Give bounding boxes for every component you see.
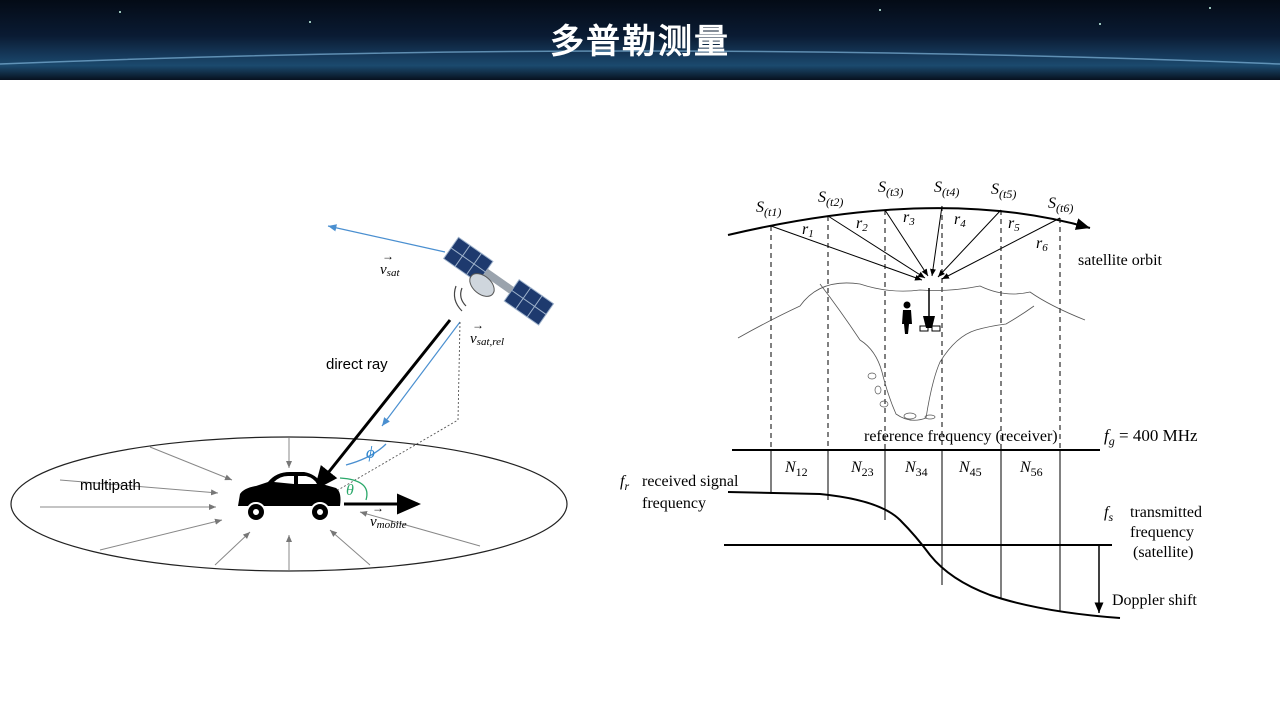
satellite-position-labels: S(t1) S(t2) S(t3) S(t4) S(t5) S(t6) xyxy=(756,179,1073,219)
transmitted-label-line2: frequency xyxy=(1130,524,1194,541)
count-label-n56: N56 xyxy=(1019,459,1043,479)
fg-label: fg = 400 MHz xyxy=(1104,426,1198,448)
satellite-label-t5: S(t5) xyxy=(991,181,1016,201)
multipath-label: multipath xyxy=(80,477,141,494)
v-mobile-label: vmobile xyxy=(370,514,407,531)
projection-dotted-lines xyxy=(337,321,461,491)
person-icon xyxy=(902,301,912,334)
phi-label: ϕ xyxy=(366,443,375,462)
direct-ray-arrow xyxy=(314,319,452,491)
title-banner: 多普勒测量 xyxy=(0,0,1280,80)
multipath-arrows xyxy=(40,438,481,570)
range-label-r5: r5 xyxy=(1008,215,1020,234)
cycle-count-labels: N12 N23 N34 N45 N56 xyxy=(784,459,1043,479)
range-lines xyxy=(770,205,1061,281)
v-mobile-vector-mark: → xyxy=(372,501,384,515)
satellite-label-t1: S(t1) xyxy=(756,199,781,219)
direct-ray-label: direct ray xyxy=(326,356,388,373)
satellite-position-dashed-lines xyxy=(770,206,1061,450)
satellite-label-t4: S(t4) xyxy=(934,179,959,199)
satellite-velocity-arrow xyxy=(327,224,446,253)
received-signal-label-line2: frequency xyxy=(642,495,706,512)
car-icon xyxy=(238,472,341,522)
mobile-satellite-diagram: vsat → vsat,rel → vmobile → ϕ θ direct r… xyxy=(10,224,568,572)
theta-label: θ xyxy=(346,482,354,499)
phi-angle-arc xyxy=(345,443,387,466)
count-label-n45: N45 xyxy=(958,459,982,479)
received-frequency-curve xyxy=(727,491,1121,619)
receiver-antenna-icon xyxy=(919,288,941,332)
range-label-r1: r1 xyxy=(802,221,814,240)
doppler-positioning-diagram: S(t1) S(t2) S(t3) S(t4) S(t5) S(t6) r1 r… xyxy=(620,179,1202,619)
count-label-n23: N23 xyxy=(850,459,874,479)
v-sat-rel-vector-mark: → xyxy=(472,318,484,332)
v-sat-label: vsat xyxy=(380,262,400,279)
theta-angle-arc xyxy=(339,477,368,501)
reference-frequency-label: reference frequency (receiver) xyxy=(864,428,1058,445)
transmitted-label-line1: transmitted xyxy=(1130,504,1202,521)
received-signal-label-line1: received signal xyxy=(642,473,739,490)
range-label-r3: r3 xyxy=(903,209,915,228)
satellite-orbit-label: satellite orbit xyxy=(1078,252,1163,269)
range-labels: r1 r2 r3 r4 r5 r6 xyxy=(802,209,1048,254)
relative-velocity-arrow xyxy=(381,321,461,427)
range-label-r2: r2 xyxy=(856,215,868,234)
satellite-orbit-curve xyxy=(727,207,1091,236)
satellite-icon xyxy=(442,236,555,326)
page-title: 多普勒测量 xyxy=(550,22,730,62)
transmitted-label-line3: (satellite) xyxy=(1133,544,1193,561)
doppler-shift-label: Doppler shift xyxy=(1112,592,1197,609)
count-label-n34: N34 xyxy=(904,459,928,479)
fr-label: fr xyxy=(620,473,629,493)
satellite-label-t6: S(t6) xyxy=(1048,195,1073,215)
fs-label: fs xyxy=(1104,504,1113,524)
earth-horizon-background xyxy=(0,7,1280,80)
terrain-outline xyxy=(737,282,1086,421)
v-sat-rel-label: vsat,rel xyxy=(470,331,504,348)
range-label-r6: r6 xyxy=(1036,235,1048,254)
range-label-r4: r4 xyxy=(954,211,966,230)
satellite-label-t3: S(t3) xyxy=(878,179,903,199)
count-label-n12: N12 xyxy=(784,459,808,479)
islands xyxy=(867,372,936,420)
satellite-label-t2: S(t2) xyxy=(818,189,843,209)
multipath-area-ellipse xyxy=(10,436,568,572)
v-sat-vector-mark: → xyxy=(382,249,394,263)
